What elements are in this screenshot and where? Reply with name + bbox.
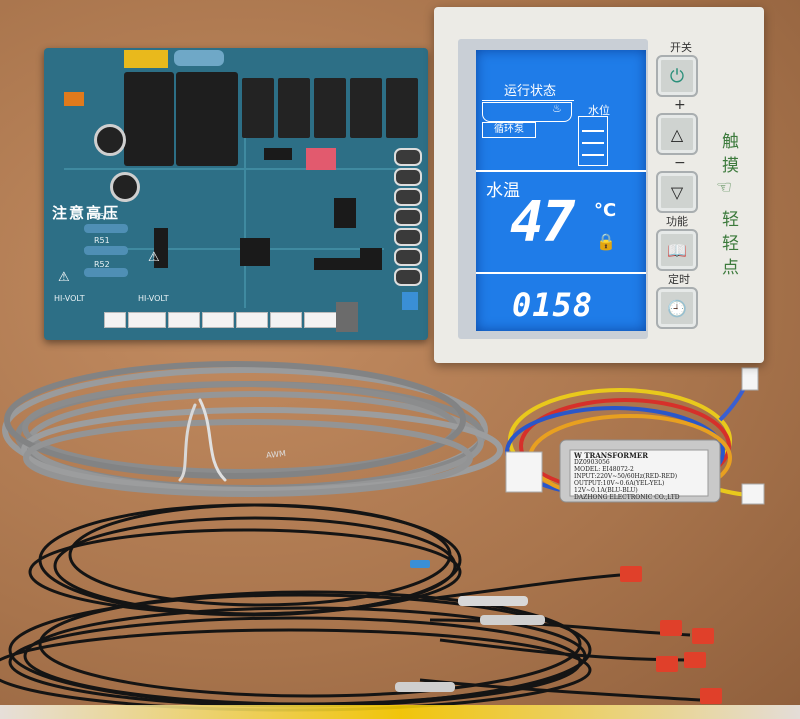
touch-controller: 运行状态 ♨ 循环泵 水位 水温 47 °C 🔒 0158 开关 ⏻ + △ −… — [434, 7, 764, 363]
triangle-up-icon: △ — [670, 124, 684, 144]
transformer-model: MODEL: EI48072-2 — [574, 466, 634, 473]
pcb-id-r50: R50 — [94, 212, 110, 221]
pcb-id-r52: R52 — [94, 260, 110, 269]
function-button[interactable]: 📖 — [656, 229, 698, 271]
bottom-banner — [0, 705, 800, 719]
lock-icon: 🔒 — [596, 232, 616, 251]
side-text-4: 轻 — [722, 234, 739, 254]
lcd-display: 运行状态 ♨ 循环泵 水位 水温 47 °C 🔒 0158 — [476, 50, 646, 331]
minus-label: − — [674, 155, 686, 171]
side-text-5: 点 — [722, 258, 739, 278]
temperature-unit: °C — [594, 200, 617, 221]
water-level-label: 水位 — [588, 104, 610, 117]
hi-volt-warning-icon: ⚠ — [58, 270, 70, 285]
hi-volt-label-left: HI-VOLT — [54, 294, 85, 303]
power-label: 开关 — [670, 41, 692, 54]
clock-value: 0158 — [512, 286, 594, 324]
pcb-warning-text: 注意高压 — [52, 204, 121, 222]
hi-volt-label-right: HI-VOLT — [138, 294, 169, 303]
clock-icon: 🕘 — [667, 298, 687, 318]
power-button[interactable]: ⏻ — [656, 55, 698, 97]
gray-cable-coil — [2, 361, 503, 497]
hi-volt-warning-icon-2: ⚠ — [148, 250, 160, 265]
black-cable-coil — [0, 503, 701, 712]
temperature-value: 47 — [510, 190, 575, 255]
transformer-maker: DAZHONG ELECTRONIC CO.,LTD — [574, 494, 680, 501]
transformer-logo-icon: W — [574, 451, 582, 460]
control-pcb: 注意高压 R50 R51 R52 ⚠ ⚠ HI-VOLT HI-VOLT — [44, 48, 428, 340]
transformer-output-1: OUTPUT:10V~0.6A(YEL-YEL) — [574, 480, 665, 487]
side-text-3: 轻 — [722, 210, 739, 230]
relay-large-1 — [124, 72, 174, 166]
side-text-2: 摸 — [722, 156, 739, 176]
transformer-connector-left — [505, 451, 543, 493]
transformer-title: TRANSFORMER — [584, 451, 649, 460]
pump-label: 循环泵 — [482, 122, 536, 138]
pcb-id-r51: R51 — [94, 236, 110, 245]
book-icon: 📖 — [667, 240, 687, 260]
relay-large-2 — [176, 72, 238, 166]
transformer-output-2: 12V~0.1A(BLU-BLU) — [574, 487, 638, 494]
water-level-gauge — [578, 116, 608, 166]
timer-button[interactable]: 🕘 — [656, 287, 698, 329]
down-button[interactable]: ▽ — [656, 171, 698, 213]
hand-icon: ☜ — [716, 177, 733, 198]
plus-label: + — [674, 97, 686, 113]
sensor-probes — [395, 560, 545, 692]
water-temp-label: 水温 — [486, 181, 520, 201]
up-button[interactable]: △ — [656, 113, 698, 155]
red-connectors — [620, 566, 722, 704]
transformer-input: INPUT:220V~50/60Hz(RED-RED) — [574, 473, 678, 480]
transformer-model-code: DZ0903056 — [574, 459, 610, 466]
power-icon: ⏻ — [669, 65, 685, 87]
timer-label: 定时 — [668, 273, 690, 286]
heater-icon: ♨ — [552, 102, 562, 115]
side-text-1: 触 — [722, 132, 739, 152]
status-label: 运行状态 — [504, 84, 557, 99]
function-label: 功能 — [666, 215, 688, 228]
transformer-label: W TRANSFORMER DZ0903056 MODEL: EI48072-2… — [574, 452, 708, 501]
triangle-down-icon: ▽ — [670, 182, 684, 202]
